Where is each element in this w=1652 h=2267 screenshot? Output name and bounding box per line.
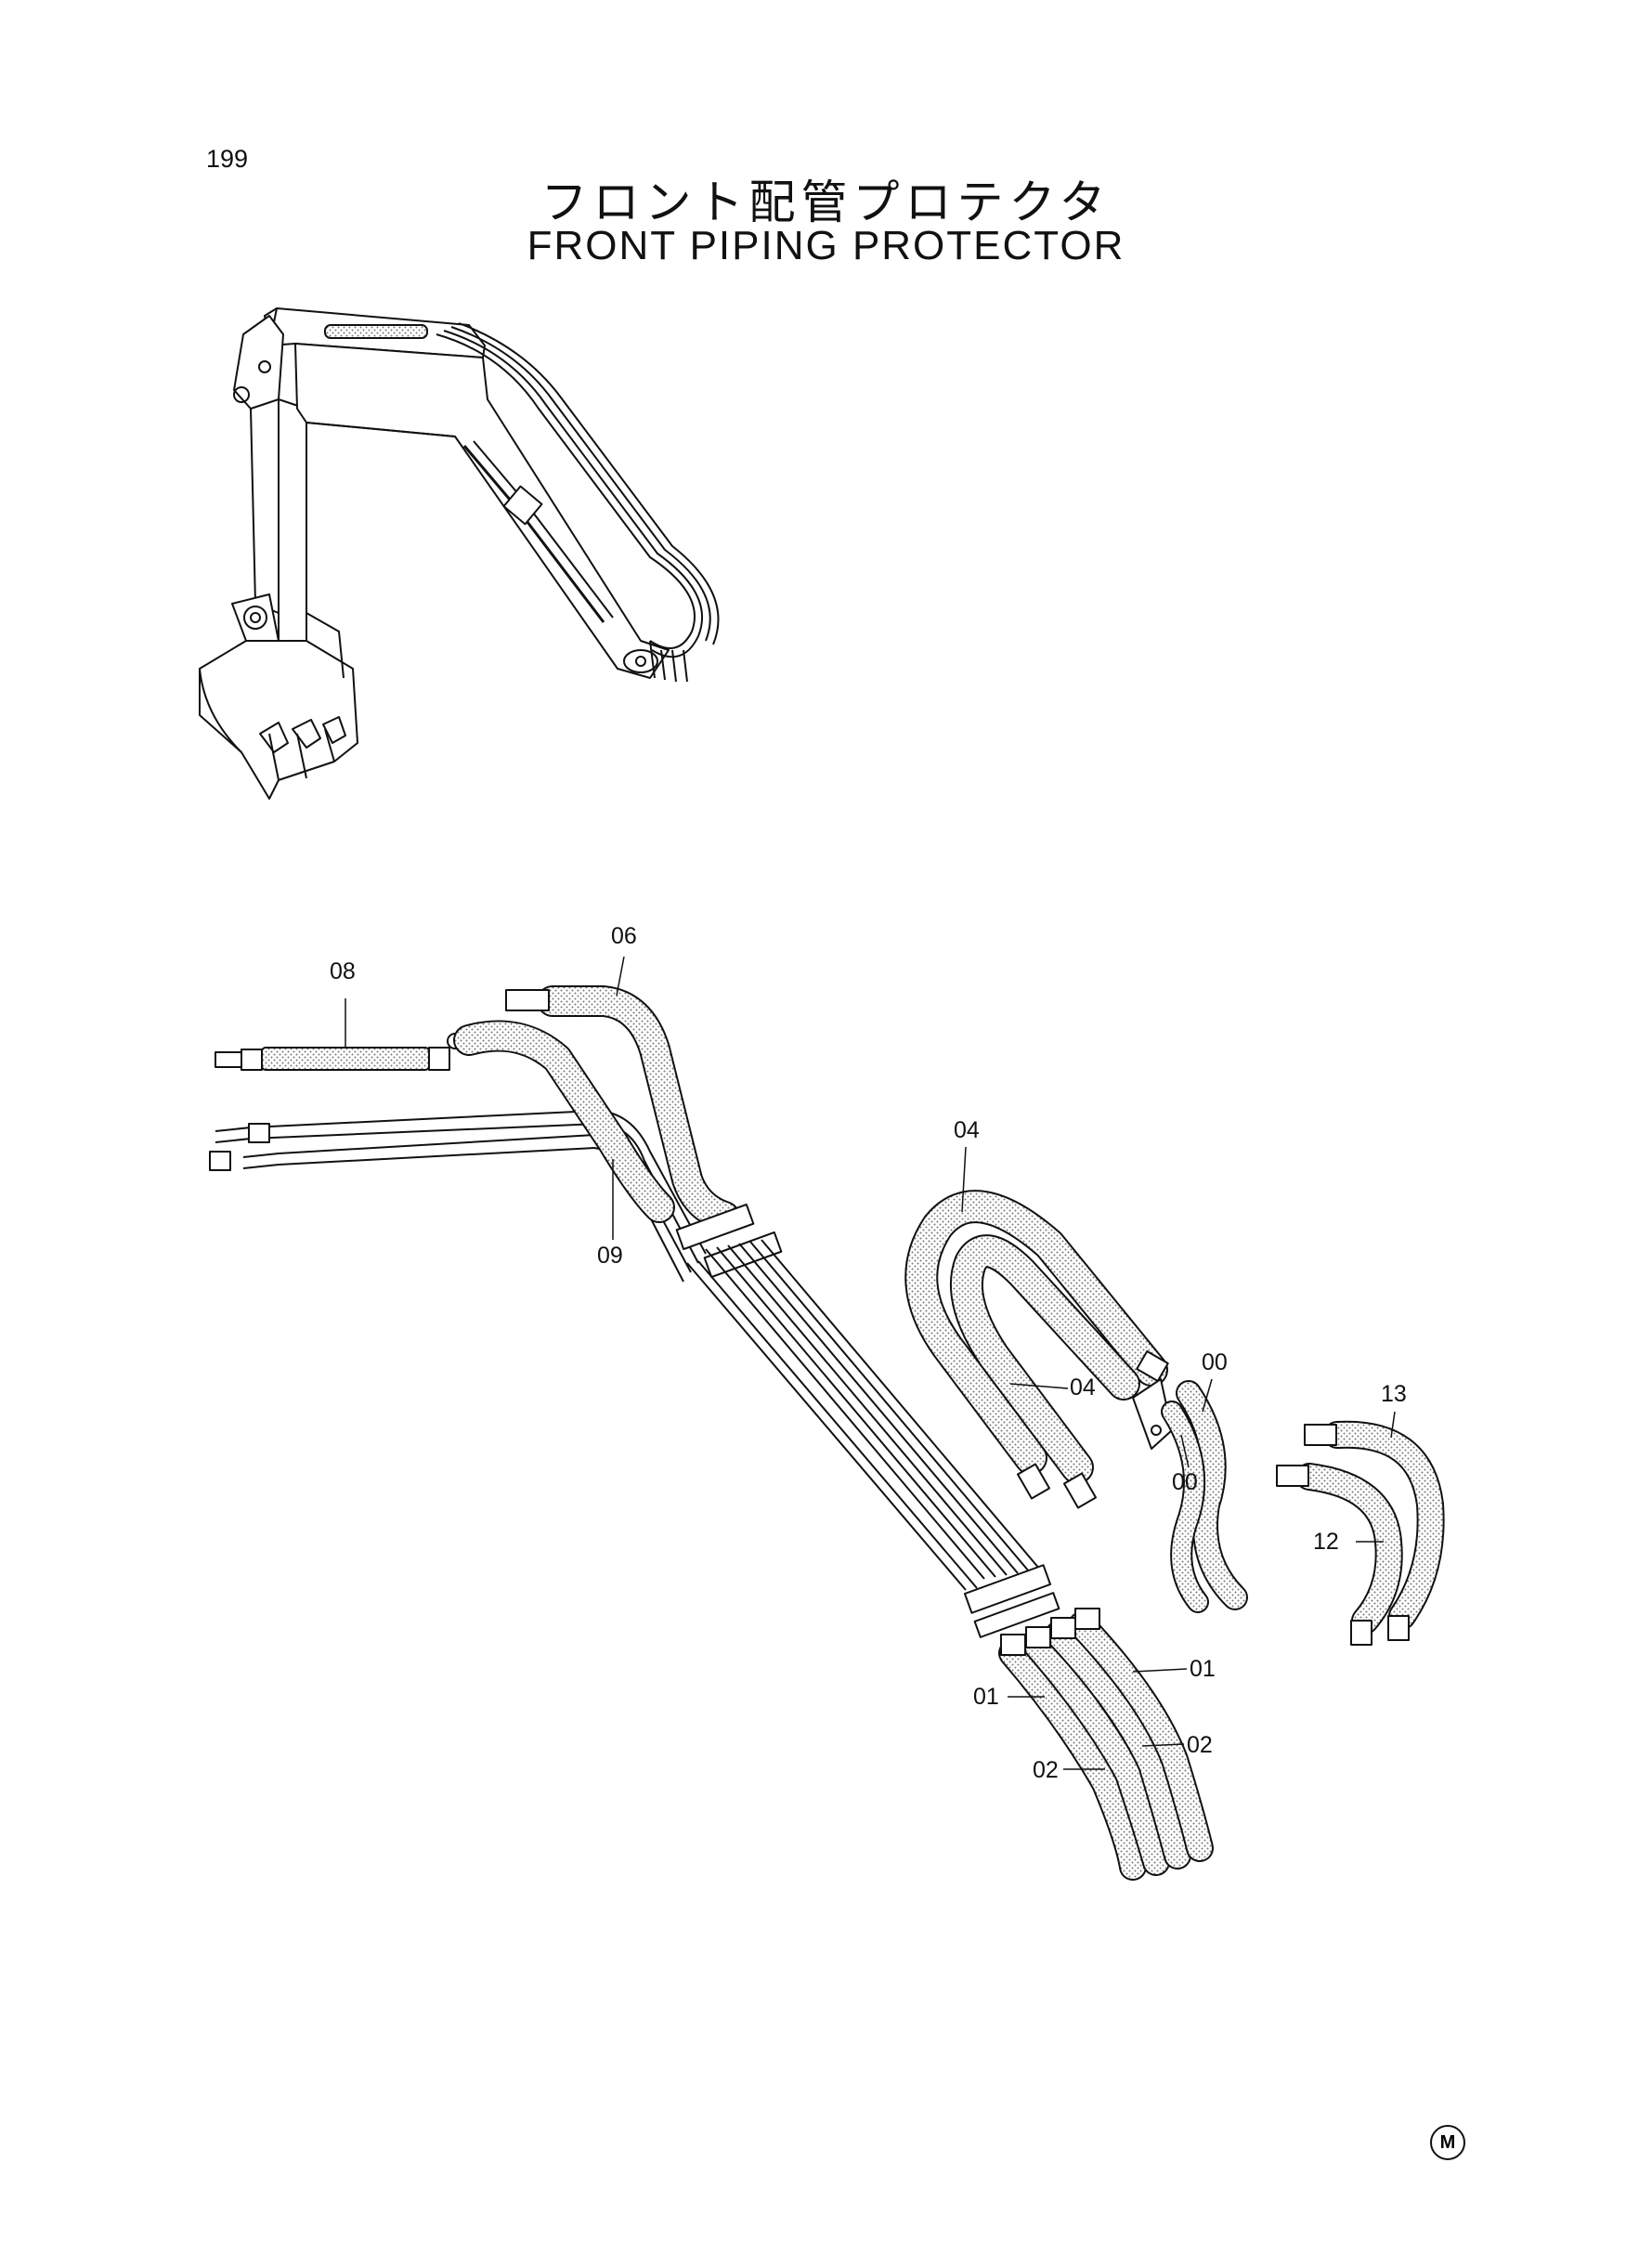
callout-12: 12 xyxy=(1313,1529,1339,1555)
callout-13: 13 xyxy=(1381,1381,1407,1407)
callout-04-top: 04 xyxy=(954,1117,980,1143)
callout-06: 06 xyxy=(611,923,637,949)
callout-00-upper: 00 xyxy=(1202,1349,1228,1375)
hoses-04 xyxy=(904,1190,1169,1509)
page-title-english: FRONT PIPING PROTECTOR xyxy=(527,223,1125,268)
callout-02-right: 02 xyxy=(1187,1732,1213,1758)
page-marker-circled-m: M xyxy=(1430,2125,1465,2160)
page-number: 199 xyxy=(206,145,249,173)
callout-08: 08 xyxy=(330,958,356,984)
callout-04-inner: 04 xyxy=(1070,1375,1096,1401)
hoses-01-02 xyxy=(998,1608,1214,1881)
pipe-clamp-lower xyxy=(963,1564,1060,1638)
hoses-00 xyxy=(1161,1380,1248,1613)
callout-leaders xyxy=(345,956,1396,1770)
callout-09: 09 xyxy=(597,1243,623,1269)
callout-02-left: 02 xyxy=(1033,1757,1059,1783)
page-title-japanese: フロント配管プロテクタ xyxy=(540,176,1112,229)
hoses-12-13 xyxy=(1276,1420,1445,1646)
hose-08 xyxy=(215,1033,463,1071)
callout-00-lower: 00 xyxy=(1172,1469,1198,1495)
callout-01-right: 01 xyxy=(1190,1656,1216,1682)
excavator-front-illustration xyxy=(199,307,720,800)
piping-exploded-view xyxy=(209,956,1445,1881)
callout-01-left: 01 xyxy=(973,1684,999,1710)
long-steel-pipes xyxy=(686,1239,1041,1591)
